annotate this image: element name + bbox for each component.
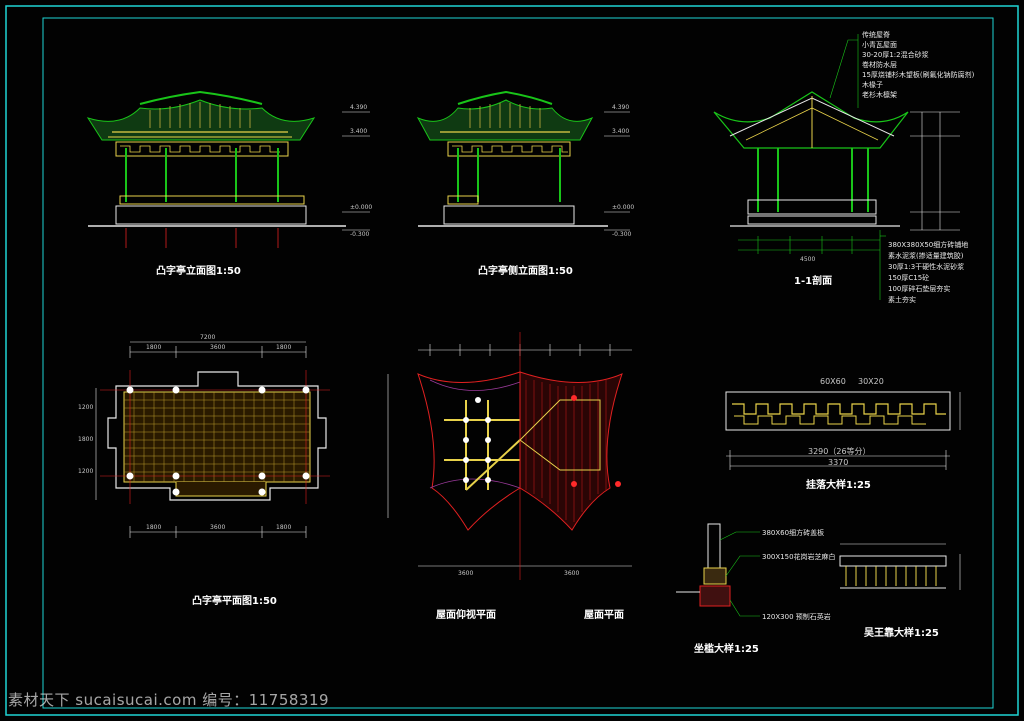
- front-level: ±0.000: [350, 204, 373, 211]
- plan-left-dim: 1800: [78, 436, 94, 443]
- plan-bottom-dim: 1800: [276, 524, 292, 531]
- floor-note: 素水泥浆(掺适量建筑胶): [888, 252, 964, 260]
- floor-note: 150厚C15砼: [888, 274, 930, 282]
- floor-note: 380X380X50细方砖铺地: [888, 241, 969, 249]
- side-level: 3.400: [612, 128, 630, 135]
- section-title: 1-1剖面: [794, 276, 833, 287]
- seat-note-bottom: 120X300 预制石英岩: [762, 613, 831, 621]
- front-elevation-title: 凸字亭立面图1:50: [156, 266, 241, 277]
- roof-note: 卷材防水层: [862, 61, 897, 69]
- side-level: ±0.000: [612, 204, 635, 211]
- floor-note: 30厚1:3干硬性水泥砂浆: [888, 263, 965, 271]
- plan-top-dim: 3600: [210, 344, 226, 351]
- floor-note: 素土夯实: [888, 296, 916, 304]
- side-level: 4.390: [612, 104, 630, 111]
- roof-bottom-right-dim: 3600: [564, 570, 580, 577]
- inner-frame: [42, 17, 994, 709]
- hanging-fascia-detail: [725, 391, 961, 470]
- bench-title: 吴王靠大样1:25: [864, 628, 939, 639]
- front-level: 3.400: [350, 128, 368, 135]
- fascia-inner-dim: 3290（26等分）: [808, 447, 871, 456]
- plan-left-dim: 1200: [78, 468, 94, 475]
- roof-note: 30-20厚1:2混合砂浆: [862, 51, 929, 59]
- roof-reflected-title: 屋面仰视平面: [436, 610, 496, 621]
- fascia-part1-dim: 60X60: [820, 377, 846, 386]
- hanging-fascia-title: 挂落大样1:25: [806, 480, 871, 491]
- fascia-total-dim: 3370: [828, 458, 849, 467]
- side-elevation-title: 凸字亭侧立面图1:50: [478, 266, 573, 277]
- plan-top-dim: 1800: [146, 344, 162, 351]
- watermark: 素材天下 sucaisucai.com 编号：11758319: [8, 691, 330, 709]
- pavilion-plan: [95, 341, 330, 538]
- seat-note-mid: 300X150花岗岩芝麻白: [762, 553, 836, 561]
- seat-note-top: 380X60细方砖盖板: [762, 529, 825, 537]
- outer-frame: [5, 5, 1019, 716]
- roof-plans: [387, 332, 632, 580]
- fascia-part2-dim: 30X20: [858, 377, 884, 386]
- side-level: -0.300: [612, 231, 632, 238]
- plan-total-dim: 7200: [200, 334, 216, 341]
- roof-note: 小青瓦屋面: [862, 41, 897, 49]
- floor-note: 100厚碎石垫层夯实: [888, 285, 951, 293]
- plan-title: 凸字亭平面图1:50: [192, 596, 277, 607]
- front-level: -0.300: [350, 231, 370, 238]
- front-elevation: [86, 90, 370, 248]
- roof-note: 传统屋脊: [862, 31, 890, 39]
- roof-note: 15厚烧铺杉木望板(刷氟化钠防腐剂): [862, 71, 975, 79]
- section-1-1: [713, 34, 960, 300]
- roof-note: 老杉木檩架: [862, 91, 897, 99]
- plan-bottom-dim: 1800: [146, 524, 162, 531]
- roof-note: 木椽子: [862, 81, 883, 89]
- section-bottom-dim: 4500: [800, 256, 816, 263]
- seat-sill-detail: [676, 523, 760, 617]
- roof-plan-title: 屋面平面: [584, 610, 624, 621]
- plan-left-dim: 1200: [78, 404, 94, 411]
- roof-bottom-left-dim: 3600: [458, 570, 474, 577]
- plan-bottom-dim: 3600: [210, 524, 226, 531]
- front-level: 4.390: [350, 104, 368, 111]
- seat-sill-title: 坐槛大样1:25: [694, 644, 759, 655]
- bench-detail: [839, 543, 961, 590]
- side-elevation: [416, 90, 630, 231]
- plan-top-dim: 1800: [276, 344, 292, 351]
